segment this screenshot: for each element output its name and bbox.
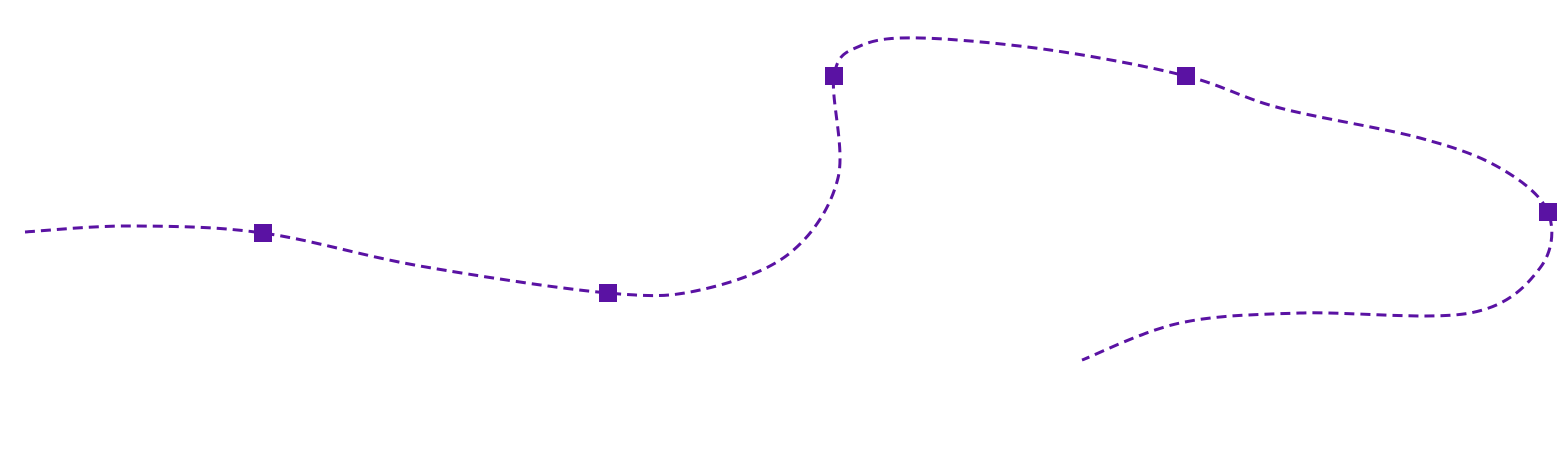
data-point-marker	[825, 67, 843, 85]
data-point-marker	[1177, 67, 1195, 85]
series-line	[24, 36, 1554, 362]
data-point-marker	[254, 224, 272, 242]
data-point-marker	[1539, 203, 1557, 221]
data-point-marker	[599, 284, 617, 302]
